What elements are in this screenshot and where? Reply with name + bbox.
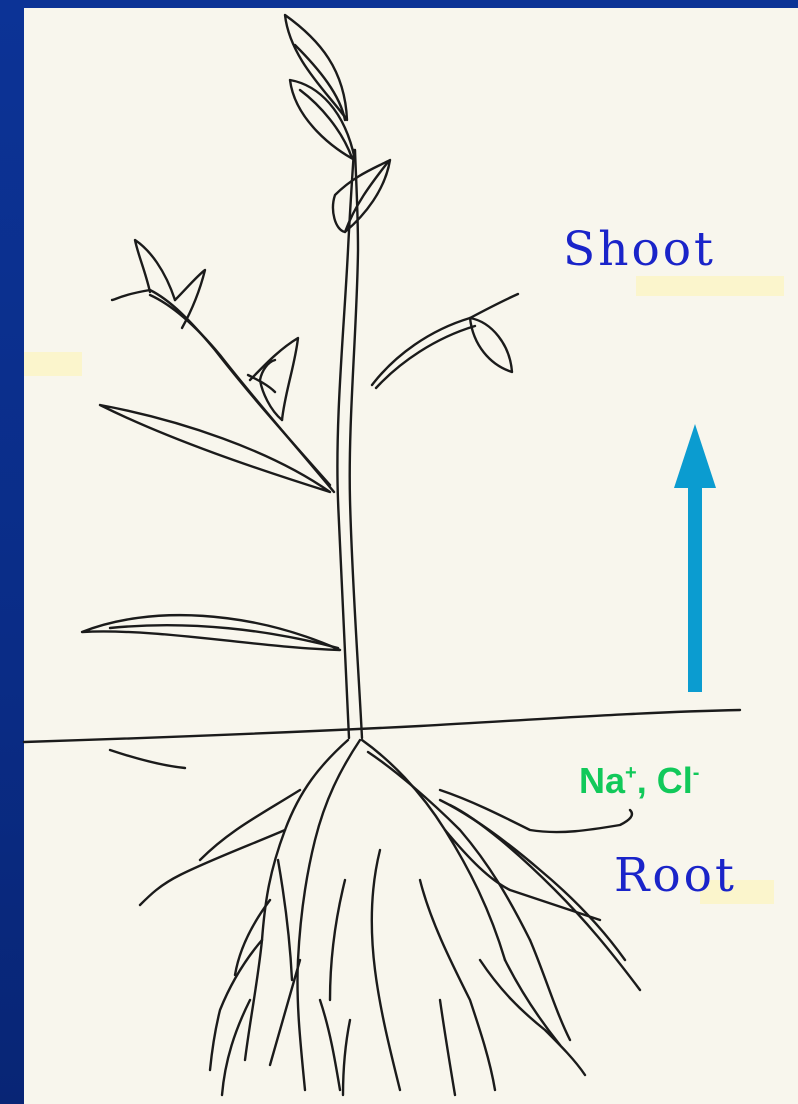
sodium-ion: Na — [579, 760, 625, 801]
ion-separator: , — [637, 760, 657, 801]
left-long-leaf — [100, 405, 330, 492]
soil-line — [24, 710, 740, 768]
left-upper-branch — [112, 240, 334, 492]
chloride-charge: - — [693, 762, 700, 784]
lower-leaf — [82, 615, 340, 650]
sodium-charge: + — [625, 762, 637, 784]
ion-label: Na+, Cl- — [579, 763, 699, 799]
roots — [140, 740, 640, 1095]
root-label: Root — [614, 852, 737, 899]
top-leaves — [285, 15, 390, 232]
chloride-ion: Cl — [657, 760, 693, 801]
up-arrow-icon — [672, 424, 718, 692]
shoot-label: Shoot — [563, 226, 716, 273]
right-branch — [372, 294, 518, 388]
